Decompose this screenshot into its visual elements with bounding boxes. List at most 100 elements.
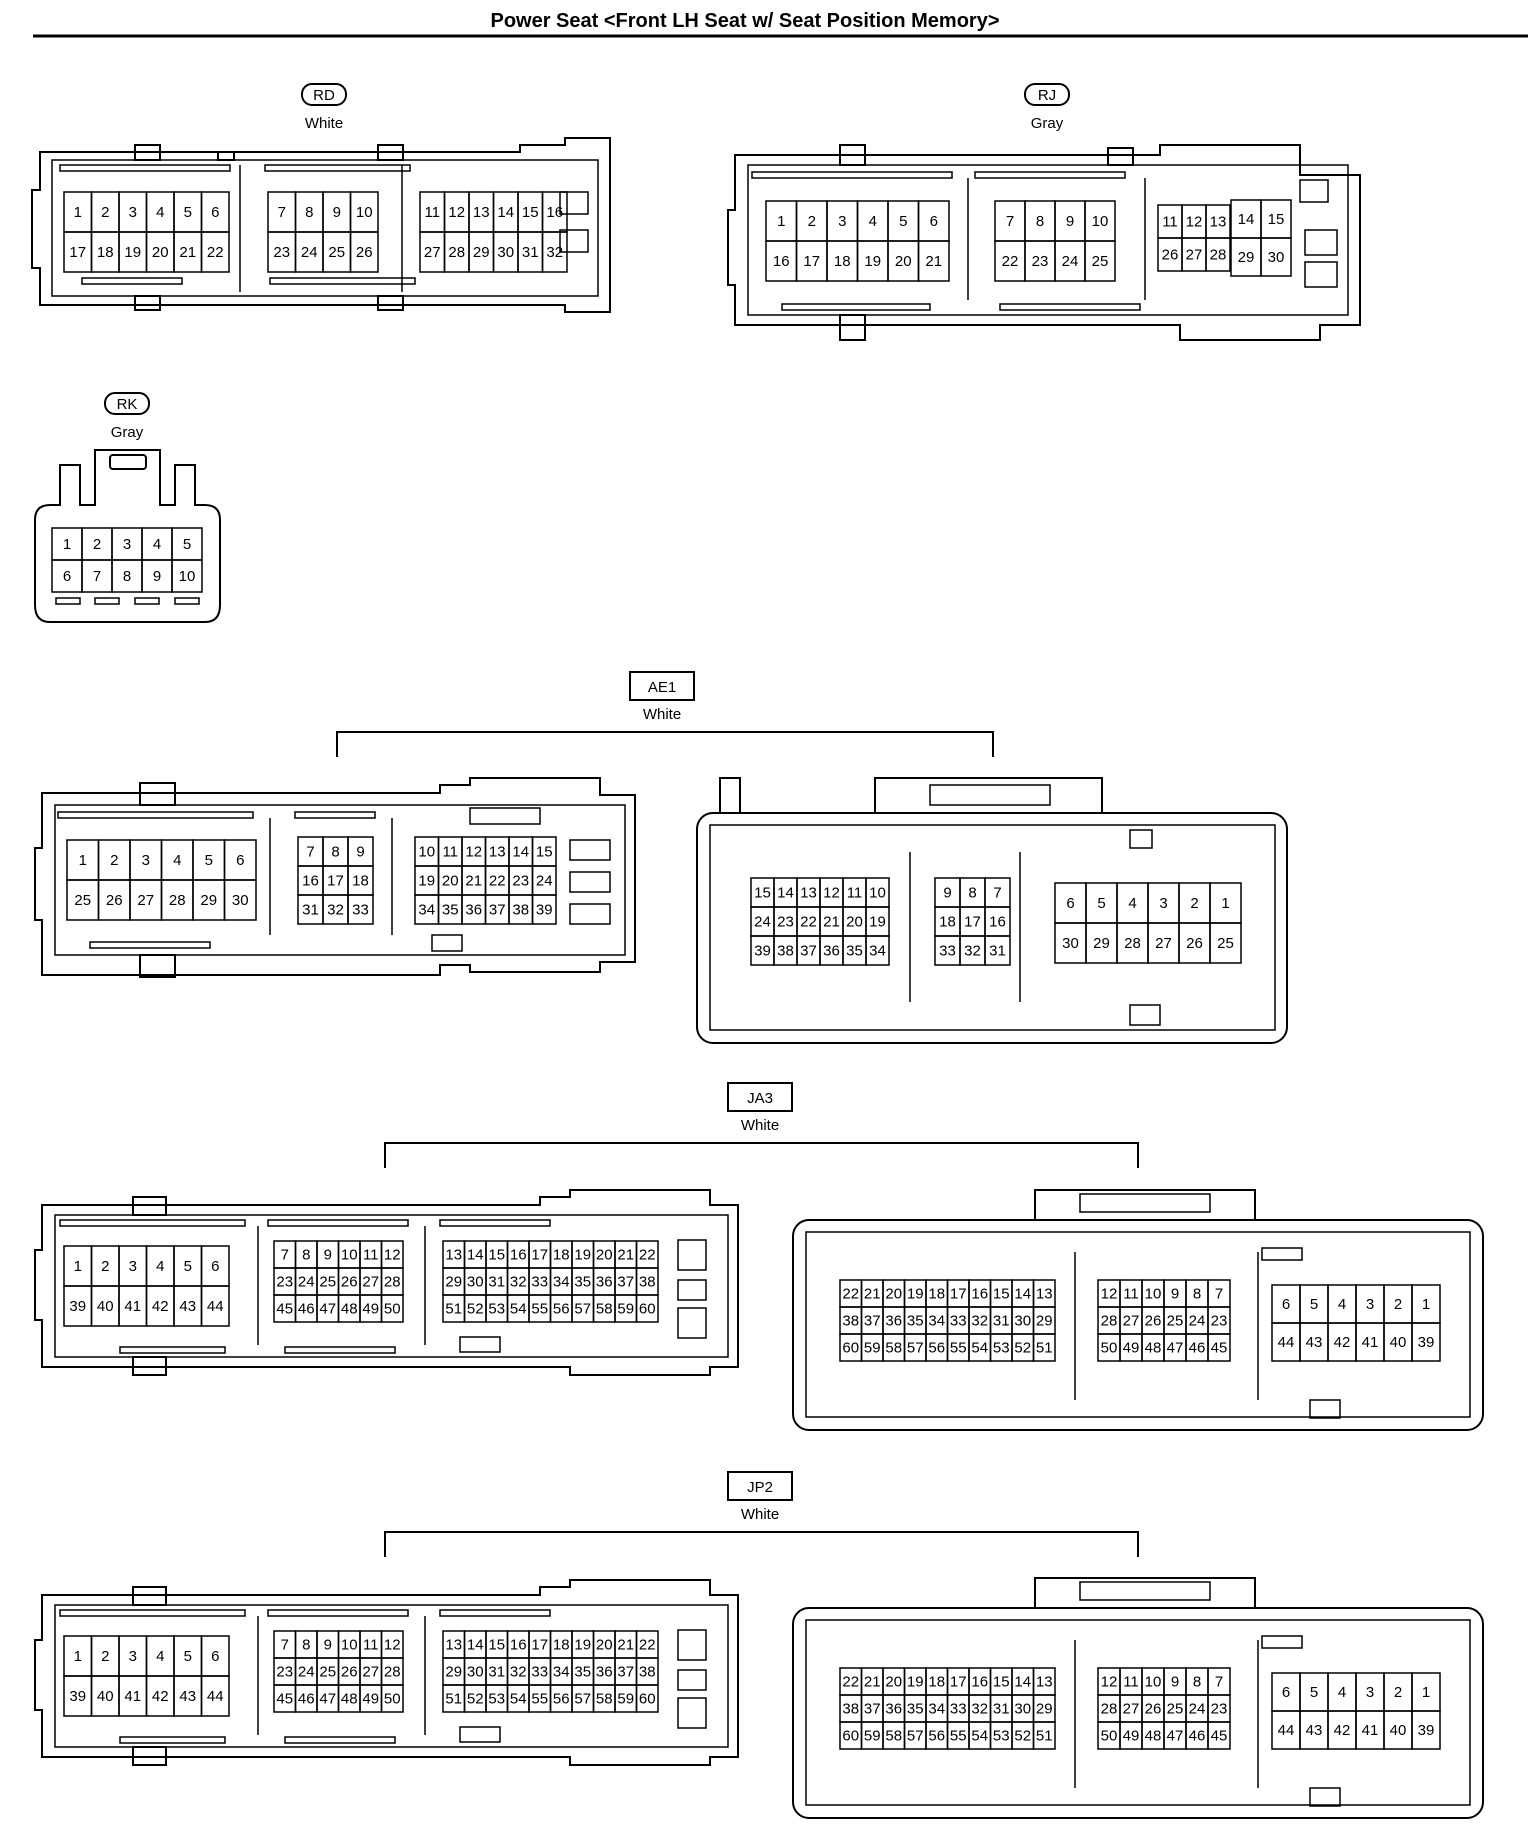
connector-ja3-left-rib [677, 1307, 707, 1339]
pin-number: 31 [488, 1274, 505, 1291]
pin-number: 18 [928, 1286, 945, 1303]
connector-jp2-code-box [727, 1471, 793, 1501]
connector-jp2-left-rib [284, 1736, 396, 1744]
connector-ja3-left-rib [267, 1219, 409, 1227]
pin-cell [1260, 237, 1292, 277]
pin-number: 22 [800, 914, 817, 931]
pin-cell [1411, 1322, 1441, 1362]
connector-ja3-right-housing [792, 1219, 1484, 1431]
connector-ja3-right-rib [1309, 1399, 1341, 1419]
connector-jp2-bracket [384, 1531, 1139, 1557]
pin-number: 55 [950, 1340, 967, 1357]
pin-cell [1411, 1710, 1441, 1750]
pin-number: 28 [169, 892, 186, 909]
connector-rd-code-badge [301, 83, 347, 106]
pin-number: 43 [1306, 1722, 1323, 1739]
pin-number: 30 [232, 892, 249, 909]
pin-number: 3 [1366, 1296, 1374, 1313]
pin-number: 36 [885, 1701, 902, 1718]
pin-number: 29 [200, 892, 217, 909]
pin-number: 24 [301, 244, 318, 261]
connector-rj-rib [1304, 261, 1338, 288]
pin-number: 46 [298, 1301, 315, 1318]
connector-ja3-left-rib [439, 1219, 551, 1227]
connector-rj-rib [751, 171, 953, 179]
pin-number: 32 [964, 943, 981, 960]
pin-number: 13 [489, 844, 506, 861]
pin-number: 24 [298, 1664, 315, 1681]
pin-number: 56 [928, 1728, 945, 1745]
pin-number: 16 [989, 914, 1006, 931]
pin-number: 17 [327, 873, 344, 890]
pin-cell [1209, 922, 1242, 964]
connector-rd-code: RD [313, 87, 335, 104]
pin-number: 4 [173, 852, 181, 869]
pin-number: 31 [993, 1313, 1010, 1330]
pin-number: 3 [129, 1648, 137, 1665]
pin-number: 8 [1193, 1674, 1201, 1691]
connector-rj-latch-bottom [839, 314, 866, 341]
pin-cell [531, 894, 557, 925]
pin-number: 19 [907, 1286, 924, 1303]
pin-number: 24 [754, 914, 771, 931]
pin-number: 31 [989, 943, 1006, 960]
connector-ja3-left-rib [677, 1279, 707, 1301]
connector-ja3-left-rib [459, 1336, 501, 1353]
pin-number: 6 [930, 213, 938, 230]
pin-number: 29 [473, 244, 490, 261]
pin-number: 35 [442, 902, 459, 919]
pin-number: 4 [869, 213, 877, 230]
connector-rj-code: RJ [1038, 87, 1056, 104]
connector-rk-code-badge [104, 392, 150, 415]
connector-ae1-left-rib [569, 903, 611, 925]
connector-ja3-left-rib [59, 1219, 246, 1227]
pin-number: 30 [1014, 1701, 1031, 1718]
connector-ae1-left-rib [569, 839, 611, 861]
pin-number: 9 [324, 1637, 332, 1654]
pin-number: 14 [512, 844, 529, 861]
pin-number: 2 [1190, 895, 1198, 912]
pin-number: 44 [1278, 1722, 1295, 1739]
pin-number: 48 [1145, 1340, 1162, 1357]
pin-number: 14 [467, 1247, 484, 1264]
pin-number: 2 [110, 852, 118, 869]
pin-number: 3 [1159, 895, 1167, 912]
pin-number: 38 [777, 943, 794, 960]
pin-number: 32 [546, 244, 563, 261]
pin-number: 10 [1092, 213, 1109, 230]
pin-number: 24 [1189, 1701, 1206, 1718]
pin-number: 22 [842, 1674, 859, 1691]
connector-rd-rib [59, 164, 231, 172]
pin-number: 53 [488, 1691, 505, 1708]
pin-number: 39 [69, 1688, 86, 1705]
pin-number: 52 [467, 1301, 484, 1318]
connector-rj-latch-top [1107, 147, 1134, 166]
pin-number: 25 [1217, 935, 1234, 952]
connector-jp2-left-latch [132, 1746, 167, 1766]
pin-cell [347, 894, 374, 925]
pin-number: 23 [1211, 1313, 1228, 1330]
connector-rd-inner-wall [51, 159, 599, 297]
pin-number: 1 [63, 536, 71, 553]
connector-jp2-left-rib [677, 1629, 707, 1661]
pin-number: 51 [445, 1691, 462, 1708]
pin-number: 41 [1362, 1722, 1379, 1739]
pin-number: 21 [925, 253, 942, 270]
connector-rd-rib [269, 277, 416, 285]
connector-rd-rib [559, 229, 589, 253]
pin-number: 35 [907, 1313, 924, 1330]
pin-number: 44 [207, 1298, 224, 1315]
pin-number: 21 [617, 1247, 634, 1264]
pin-number: 34 [928, 1701, 945, 1718]
pin-number: 10 [179, 568, 196, 585]
connector-ae1-color: White [643, 706, 681, 723]
pin-number: 2 [93, 536, 101, 553]
